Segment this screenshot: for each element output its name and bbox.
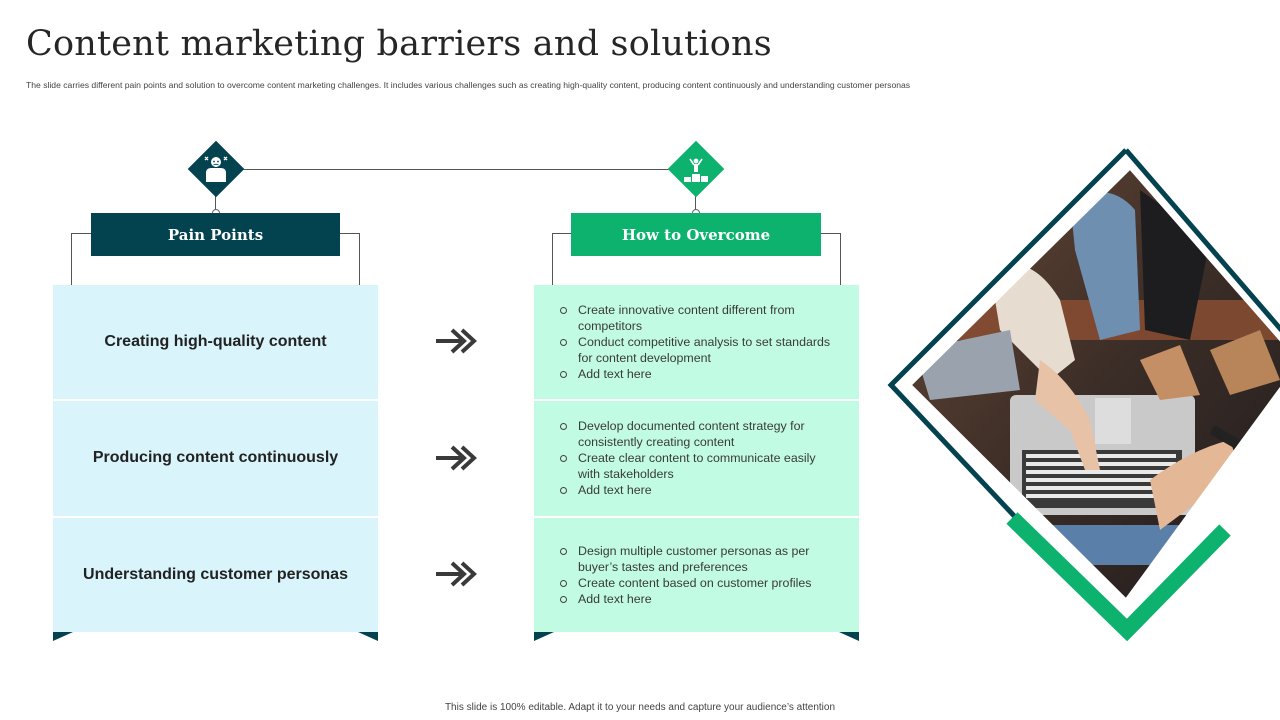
pain-point-label: Understanding customer personas [83, 565, 348, 583]
solution-cell: Develop documented content strategy for … [534, 399, 859, 516]
pain-point-label: Producing content continuously [92, 449, 339, 467]
solutions-column: Create innovative content different from… [534, 285, 859, 632]
solution-bullet: Develop documented content strategy for … [559, 418, 841, 450]
solution-bullet: Create clear content to communicate easi… [559, 450, 841, 482]
solution-bullet: Add text here [559, 591, 841, 607]
solution-bullet: Conduct competitive analysis to set stan… [559, 334, 841, 366]
pain-points-header: Pain Points [91, 213, 340, 256]
solution-bullet: Design multiple customer personas as per… [559, 543, 841, 575]
double-chevron-arrow-icon [436, 328, 477, 354]
solution-bullet: Add text here [559, 482, 841, 498]
top-connector-line [216, 169, 696, 170]
solution-fold-left [534, 632, 554, 641]
solution-cell: Create innovative content different from… [534, 285, 859, 400]
slide-title: Content marketing barriers and solutions [26, 24, 772, 64]
solution-list: Develop documented content strategy for … [559, 418, 841, 498]
slide-subtitle: The slide carries different pain points … [26, 80, 911, 90]
right-stem-line [695, 196, 696, 212]
winner-podium-icon [667, 140, 725, 198]
solution-list: Create innovative content different from… [559, 302, 841, 382]
pain-point-cell: Understanding customer personas [53, 515, 378, 632]
how-to-overcome-header: How to Overcome [571, 213, 821, 256]
double-chevron-arrow-icon [436, 445, 477, 471]
footer-note: This slide is 100% editable. Adapt it to… [444, 702, 836, 713]
pain-point-cell: Creating high-quality content [53, 285, 378, 400]
double-chevron-arrow-icon [436, 561, 477, 587]
solution-bullet: Create innovative content different from… [559, 302, 841, 334]
left-stem-line [215, 196, 216, 212]
pain-fold-left [53, 632, 73, 641]
solution-list: Design multiple customer personas as per… [559, 543, 841, 607]
solution-bullet: Create content based on customer profile… [559, 575, 841, 591]
stressed-person-icon [187, 140, 245, 198]
pain-point-label: Creating high-quality content [104, 333, 327, 351]
pain-fold-right [358, 632, 378, 641]
solution-fold-right [839, 632, 859, 641]
pain-points-column: Creating high-quality content Producing … [53, 285, 378, 632]
solution-cell: Design multiple customer personas as per… [534, 515, 859, 632]
pain-point-cell: Producing content continuously [53, 399, 378, 516]
solution-bullet: Add text here [559, 366, 841, 382]
